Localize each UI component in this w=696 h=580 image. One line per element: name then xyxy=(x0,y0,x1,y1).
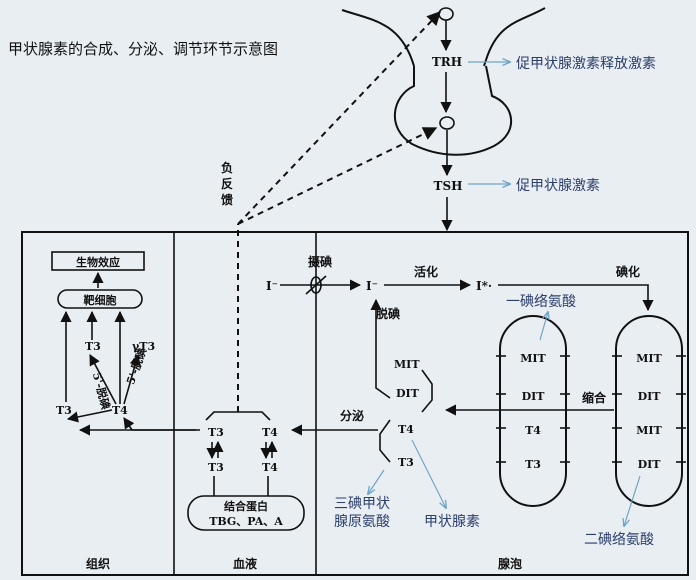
uptake-slash xyxy=(305,275,327,295)
right-col-dit-1: DIT xyxy=(638,390,662,403)
uptake-pump xyxy=(310,276,322,294)
tissue-t3-left: T3 xyxy=(56,404,72,417)
left-col-t3: T3 xyxy=(525,458,541,471)
arrow-t4-to-t3-left xyxy=(66,409,113,423)
iodide-mid: I⁻ xyxy=(366,279,378,293)
left-column-ticks xyxy=(496,355,570,463)
iodine-active: I*· xyxy=(476,279,492,293)
biological-effect-box xyxy=(51,251,145,271)
blood-t4-bottom: T4 xyxy=(262,461,278,474)
biological-effect-label: 生物效应 xyxy=(76,255,120,269)
blood-section-label: 血液 xyxy=(233,556,257,571)
mid-bracket-top xyxy=(421,369,433,413)
right-col-mit-1: MIT xyxy=(636,352,662,365)
blood-bracket-top xyxy=(205,411,271,421)
left-col-mit: MIT xyxy=(520,352,546,365)
trh-label: TRH xyxy=(432,55,462,69)
tsh-annotation: 促甲状腺激素 xyxy=(516,177,600,194)
iodination-label: 碘化 xyxy=(615,264,640,279)
annot-dit-arrow xyxy=(624,475,641,526)
blood-t4: T4 xyxy=(262,426,278,439)
arrow-iodination xyxy=(498,284,654,312)
feedback-label-3: 馈 xyxy=(221,192,233,207)
follicle-section-label: 腺泡 xyxy=(498,556,522,571)
uptake-label: 摄碘 xyxy=(308,254,332,269)
right-column-ticks xyxy=(612,355,686,463)
arrow-t4-to-t3 xyxy=(89,354,117,405)
feedback-line-to-hypothalamus xyxy=(237,10,441,225)
annot-mit-arrow xyxy=(539,312,548,341)
blood-t4-equilibrium xyxy=(260,440,278,460)
diagram-title: 甲状腺素的合成、分泌、调节环节示意图 xyxy=(8,40,278,58)
binding-protein-box xyxy=(187,495,305,531)
follicle-t4: T4 xyxy=(398,423,414,436)
annot-t3-line2: 腺原氨酸 xyxy=(334,514,390,530)
annot-mit: 一碘络氨酸 xyxy=(506,294,576,310)
annot-t4: 甲状腺素 xyxy=(424,514,480,530)
trh-annotation: 促甲状腺激素释放激素 xyxy=(516,55,656,72)
thyroglobulin-column-left xyxy=(499,315,567,507)
follicle-t3: T3 xyxy=(398,456,414,469)
right-col-mit-2: MIT xyxy=(636,424,662,437)
iodide-left: I⁻ xyxy=(266,279,278,293)
right-col-dit-2: DIT xyxy=(638,458,662,471)
annot-t3-line1: 三碘甲状 xyxy=(334,496,390,512)
coupling-label: 缩合 xyxy=(582,390,607,405)
target-cell-box xyxy=(57,289,143,309)
tissue-section-label: 组织 xyxy=(86,556,110,571)
tissue-t4: T4 xyxy=(112,404,128,417)
blood-t3-equilibrium xyxy=(206,440,224,460)
annot-dit: 二碘络氨酸 xyxy=(584,532,654,548)
arrow-t4-to-gamma-t3 xyxy=(123,353,141,405)
target-cell-label: 靶细胞 xyxy=(84,293,117,307)
tissue-deiodination-right: 5'-脱碘 xyxy=(123,346,149,386)
annot-t4-arrow xyxy=(411,439,446,508)
thyroglobulin-column-right xyxy=(615,315,683,507)
secretion-label: 分泌 xyxy=(340,408,364,423)
arrow-blood-to-t4 xyxy=(123,417,135,431)
annot-t3-arrow xyxy=(368,469,385,494)
hypothalamus-shape xyxy=(341,7,546,67)
follicle-mit: MIT xyxy=(394,358,420,371)
pituitary-cell xyxy=(439,116,455,130)
binding-protein-list: TBG、PA、A xyxy=(209,515,283,528)
main-frame xyxy=(21,231,689,576)
activation-label: 活化 xyxy=(414,264,438,279)
hypothalamus-neuron xyxy=(438,7,454,21)
feedback-line-to-pituitary xyxy=(237,127,438,225)
tsh-label: TSH xyxy=(434,179,463,193)
tissue-gamma-t3: γT3 xyxy=(132,340,155,353)
feedback-label-2: 反 xyxy=(221,176,233,191)
left-col-t4: T4 xyxy=(525,424,541,437)
follicle-dit: DIT xyxy=(396,387,420,400)
blood-t3-bottom: T3 xyxy=(208,461,224,474)
deiodination-bracket xyxy=(375,345,391,399)
tissue-t3-top: T3 xyxy=(85,340,101,353)
binding-protein-title: 结合蛋白 xyxy=(223,499,268,513)
feedback-label-1: 负 xyxy=(221,160,233,175)
mid-bracket-bottom xyxy=(379,419,391,463)
blood-t3: T3 xyxy=(208,426,224,439)
deiodination-label: 脱碘 xyxy=(376,306,400,321)
left-col-dit: DIT xyxy=(522,390,546,403)
pituitary-shape xyxy=(394,65,512,156)
